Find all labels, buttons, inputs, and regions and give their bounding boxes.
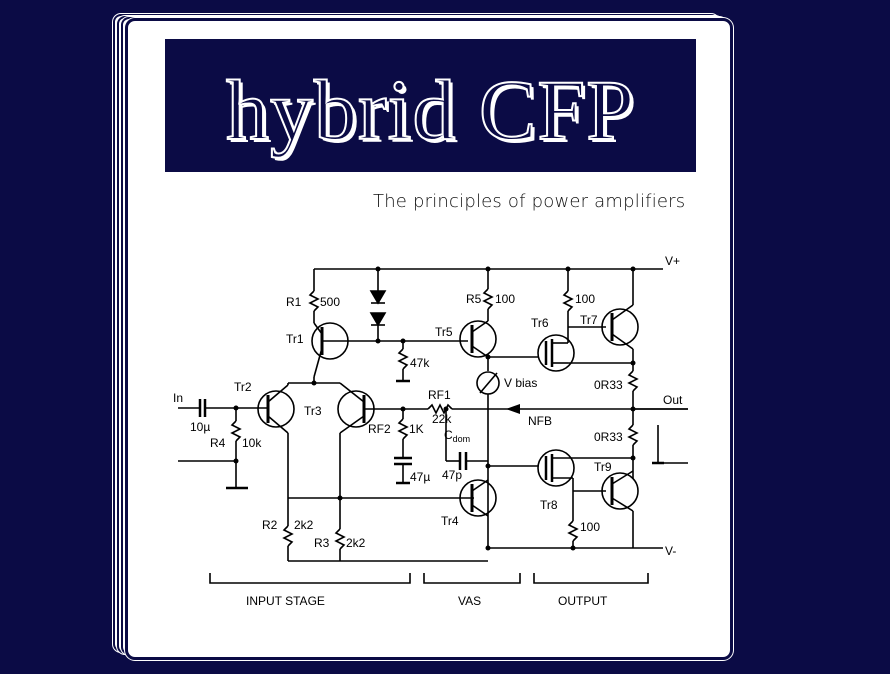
label-rf2: RF2 bbox=[368, 422, 391, 436]
label-out: Out bbox=[663, 393, 683, 407]
label-r100-bottom: 100 bbox=[580, 520, 600, 534]
label-nfb: NFB bbox=[528, 414, 552, 428]
section-output: OUTPUT bbox=[558, 594, 608, 608]
label-r4: R4 bbox=[210, 436, 226, 450]
label-tr4: Tr4 bbox=[441, 514, 459, 528]
label-cdom: Cdom bbox=[444, 428, 470, 444]
label-r5: R5 bbox=[466, 292, 482, 306]
label-r1-value: 500 bbox=[320, 295, 340, 309]
label-c47u: 47µ bbox=[410, 470, 430, 484]
label-rf1-value: 22k bbox=[432, 412, 452, 426]
cover-page: hybrid CFP The principles of power ampli… bbox=[125, 18, 733, 660]
label-vminus: V- bbox=[665, 544, 676, 558]
label-tr8: Tr8 bbox=[540, 498, 558, 512]
label-rf1: RF1 bbox=[428, 388, 451, 402]
amplifier-schematic: V+ V- In Out NFB V bias R1 500 R5 100 10… bbox=[173, 254, 688, 608]
label-47k: 47k bbox=[410, 356, 430, 370]
label-vplus: V+ bbox=[665, 254, 680, 268]
label-rf2-value: 1K bbox=[409, 422, 424, 436]
label-tr5: Tr5 bbox=[435, 325, 453, 339]
label-r3: R3 bbox=[314, 536, 330, 550]
label-tr6: Tr6 bbox=[531, 316, 549, 330]
label-tr3: Tr3 bbox=[304, 404, 322, 418]
label-0r33-top: 0R33 bbox=[594, 378, 623, 392]
label-r5-value: 100 bbox=[495, 292, 515, 306]
label-c10u: 10µ bbox=[190, 420, 210, 434]
label-tr2: Tr2 bbox=[234, 380, 252, 394]
label-in: In bbox=[173, 391, 183, 405]
label-tr1: Tr1 bbox=[286, 332, 304, 346]
label-cdom-value: 47p bbox=[442, 468, 462, 482]
label-r1: R1 bbox=[286, 295, 302, 309]
title-banner: hybrid CFP bbox=[165, 39, 696, 172]
label-r3-value: 2k2 bbox=[346, 536, 366, 550]
label-0r33-bottom: 0R33 bbox=[594, 430, 623, 444]
label-tr7: Tr7 bbox=[580, 313, 598, 327]
label-tr9: Tr9 bbox=[594, 460, 612, 474]
label-r2: R2 bbox=[262, 518, 278, 532]
page-title: hybrid CFP bbox=[225, 62, 636, 158]
page-subtitle: The principles of power amplifiers bbox=[373, 191, 686, 212]
label-r2-value: 2k2 bbox=[294, 518, 314, 532]
section-vas: VAS bbox=[458, 594, 481, 608]
label-r4-value: 10k bbox=[242, 436, 262, 450]
section-input-stage: INPUT STAGE bbox=[246, 594, 325, 608]
label-r6-value: 100 bbox=[575, 292, 595, 306]
label-vbias: V bias bbox=[504, 376, 537, 390]
